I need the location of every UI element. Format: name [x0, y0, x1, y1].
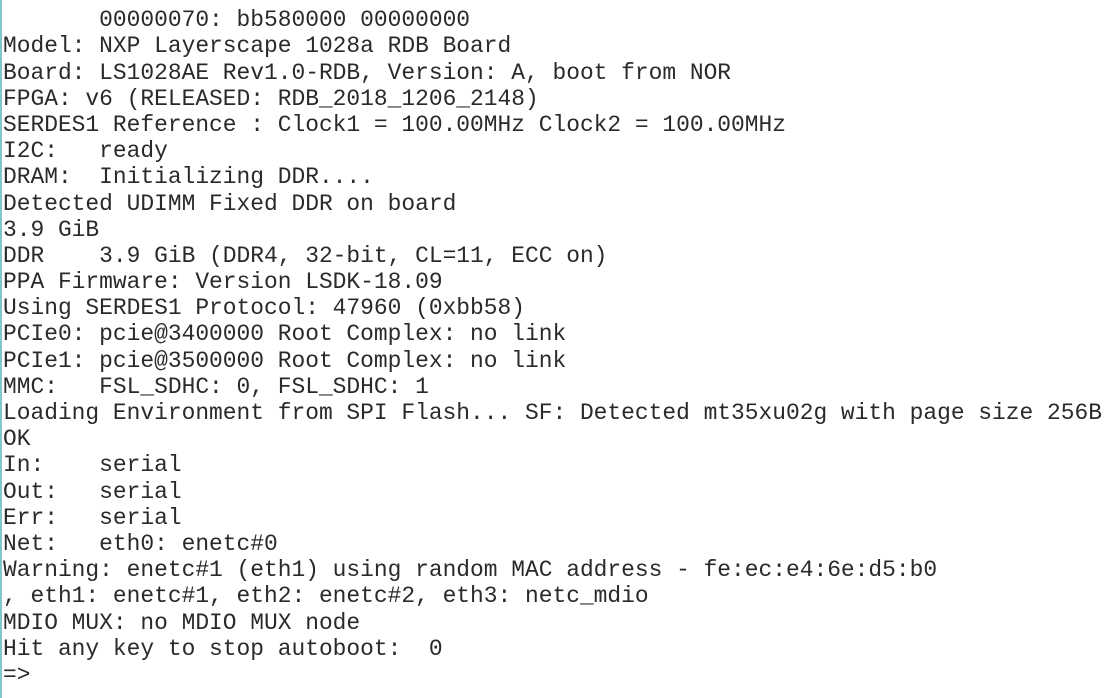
- uboot-prompt[interactable]: =>: [3, 661, 31, 688]
- console-line: Board: LS1028AE Rev1.0-RDB, Version: A, …: [3, 59, 732, 86]
- serial-console-output[interactable]: 00000060: 00000000 00000000 1000780d 000…: [3, 0, 1102, 688]
- console-line: 00000060: 00000000 00000000 1000780d 000…: [3, 0, 1102, 7]
- console-line: Loading Environment from SPI Flash... SF…: [3, 400, 1102, 426]
- console-line: OK: [3, 426, 31, 453]
- console-line: Using SERDES1 Protocol: 47960 (0xbb58): [3, 295, 525, 322]
- console-line: Detected UDIMM Fixed DDR on board: [3, 190, 457, 217]
- console-line: Model: NXP Layerscape 1028a RDB Board: [3, 33, 512, 60]
- console-line: PPA Firmware: Version LSDK-18.09: [3, 269, 443, 296]
- window-left-border: [0, 0, 2, 698]
- console-line: 3.9 GiB: [3, 216, 100, 243]
- console-line: , eth1: enetc#1, eth2: enetc#2, eth3: ne…: [3, 583, 649, 610]
- console-line: SERDES1 Reference : Clock1 = 100.00MHz C…: [3, 111, 786, 138]
- console-line: MDIO MUX: no MDIO MUX node: [3, 609, 361, 636]
- console-line: PCIe0: pcie@3400000 Root Complex: no lin…: [3, 321, 567, 348]
- console-line: FPGA: v6 (RELEASED: RDB_2018_1206_2148): [3, 85, 539, 112]
- console-line: PCIe1: pcie@3500000 Root Complex: no lin…: [3, 347, 567, 374]
- console-line: 00000070: bb580000 00000000: [3, 7, 471, 34]
- console-line: MMC: FSL_SDHC: 0, FSL_SDHC: 1: [3, 373, 429, 400]
- console-line: In: serial: [3, 452, 182, 479]
- console-line: Err: serial: [3, 504, 182, 531]
- console-line: DRAM: Initializing DDR....: [3, 164, 374, 191]
- console-line: I2C: ready: [3, 138, 168, 165]
- console-line: Hit any key to stop autoboot: 0: [3, 635, 443, 662]
- console-line: Net: eth0: enetc#0: [3, 530, 278, 557]
- console-line: Warning: enetc#1 (eth1) using random MAC…: [3, 557, 938, 584]
- console-line: DDR 3.9 GiB (DDR4, 32-bit, CL=11, ECC on…: [3, 242, 608, 269]
- console-line: Out: serial: [3, 478, 182, 505]
